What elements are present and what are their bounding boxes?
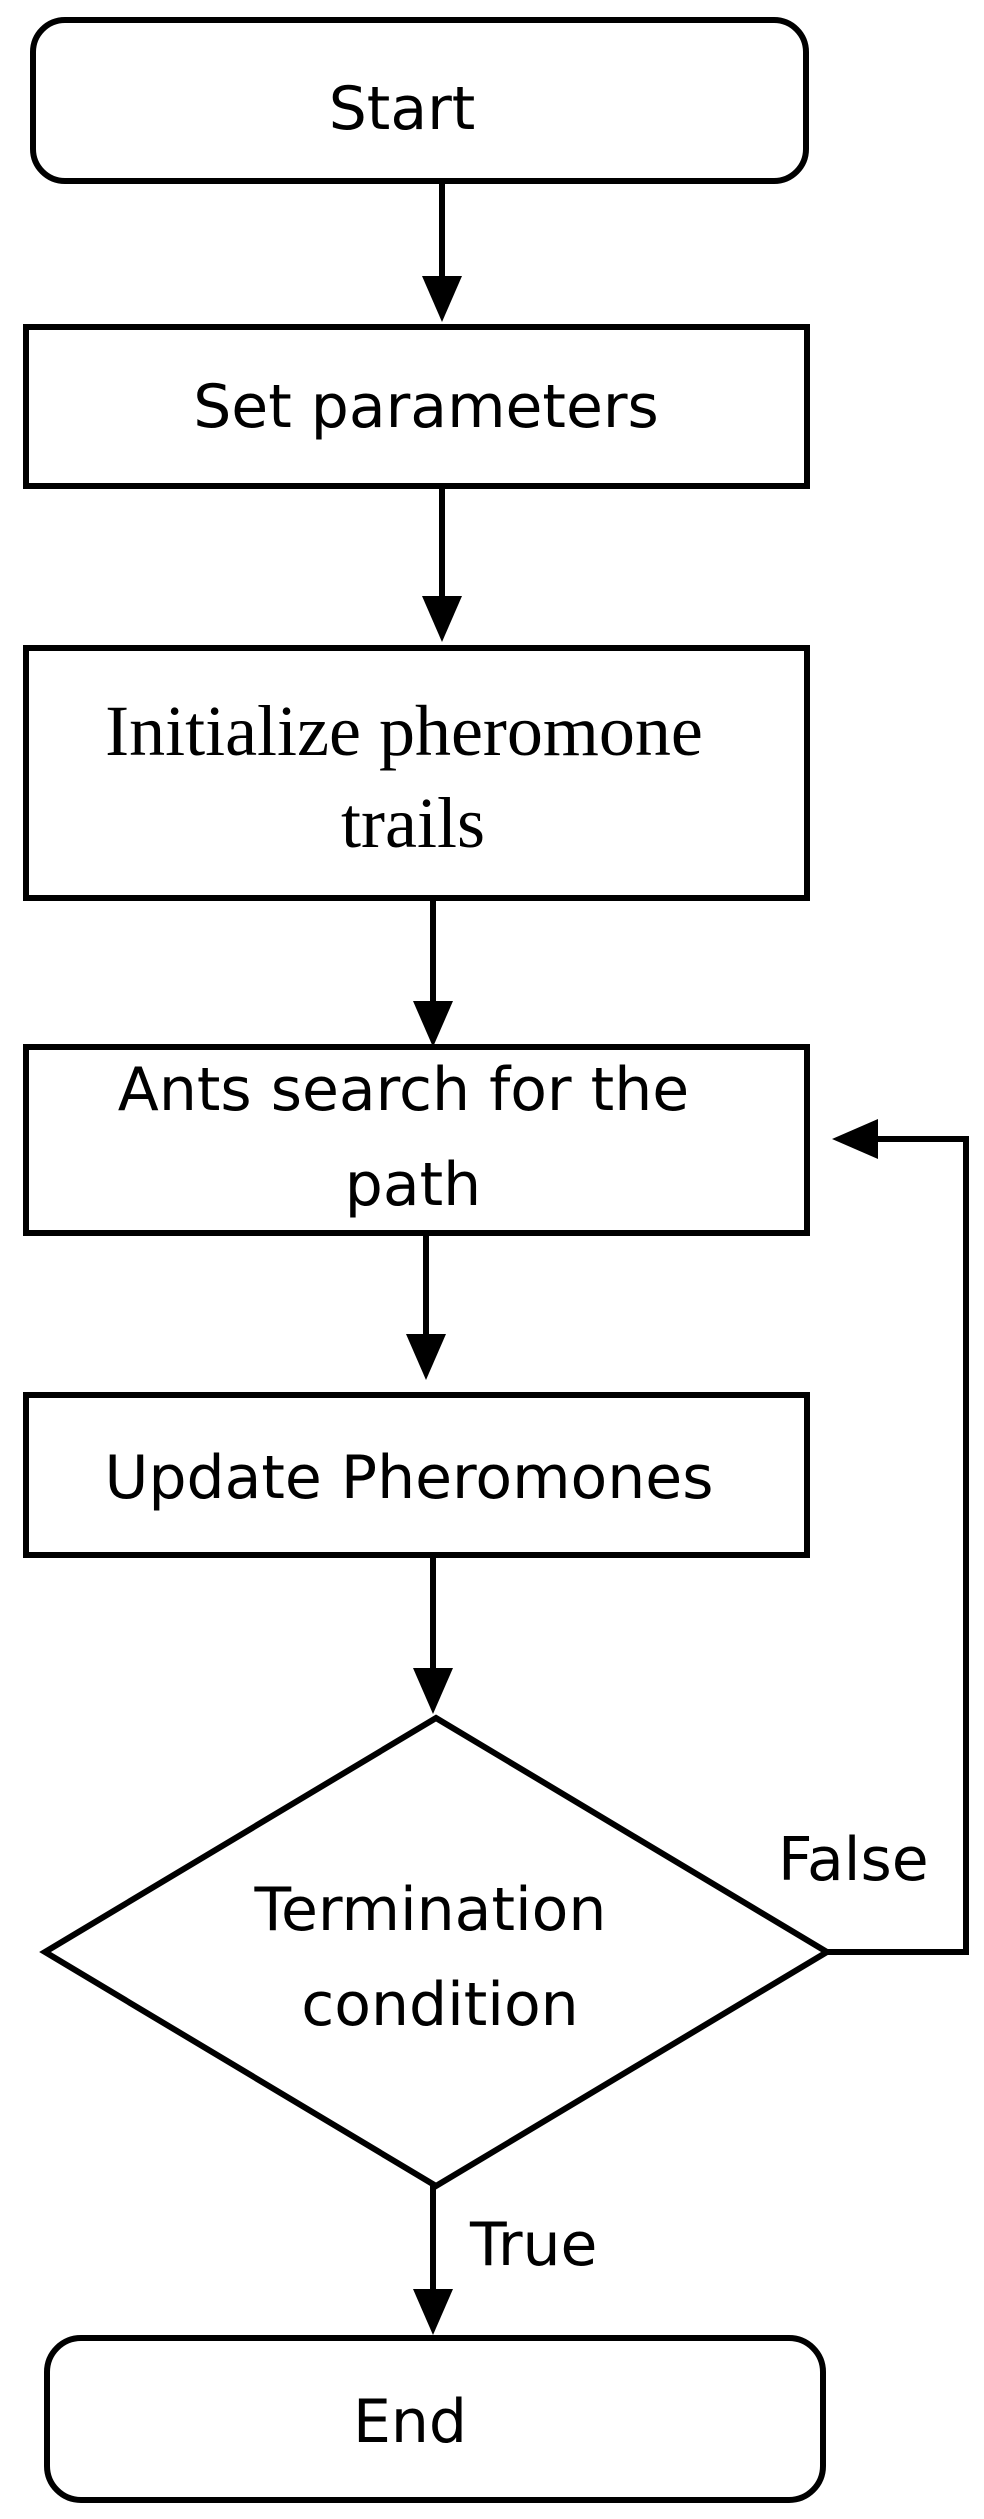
edge-update-to-termination — [413, 1555, 453, 1714]
false-edge-label: False — [778, 1825, 929, 1895]
edge-false-loop: False — [778, 1119, 969, 1955]
end-label: End — [353, 2387, 467, 2457]
arrowhead-icon — [832, 1119, 878, 1159]
termination-decision-node: Termination condition — [39, 1714, 833, 2190]
arrowhead-icon — [406, 1334, 446, 1380]
ants-search-label: Ants search for the path — [118, 1055, 708, 1220]
edge-initialize-to-ants-search — [413, 898, 453, 1047]
true-edge-label: True — [469, 2210, 597, 2280]
edge-start-to-set-parameters — [422, 181, 462, 322]
termination-decision-shape — [39, 1714, 833, 2190]
ants-search-label-line-2: path — [345, 1150, 481, 1220]
termination-label-line-2: condition — [301, 1970, 578, 2040]
end-terminal-shape — [44, 2335, 826, 2503]
set-parameters-node: Set parameters — [23, 324, 810, 489]
end-node: End — [44, 2335, 826, 2503]
ants-search-node: Ants search for the path — [23, 1044, 810, 1236]
initialize-pheromone-label-line-2: trails — [341, 783, 485, 863]
initialize-pheromone-process-shape — [23, 645, 810, 901]
start-node: Start — [30, 17, 809, 184]
initialize-pheromone-label: Initialize pheromone trails — [105, 691, 721, 863]
termination-label-line-1: Termination — [254, 1875, 607, 1945]
start-label: Start — [329, 74, 476, 144]
termination-label: Termination condition — [254, 1875, 626, 2040]
edge-true: True — [413, 2186, 597, 2335]
arrowhead-icon — [413, 1668, 453, 1714]
update-pheromones-label: Update Pheromones — [105, 1443, 714, 1513]
set-parameters-label: Set parameters — [193, 372, 659, 442]
arrowhead-icon — [413, 2289, 453, 2335]
update-pheromones-process-shape — [23, 1392, 810, 1558]
edge-line — [827, 1136, 969, 1955]
ants-search-process-shape — [23, 1044, 810, 1236]
edge-ants-search-to-update — [406, 1233, 446, 1380]
edge-set-parameters-to-initialize — [422, 486, 462, 642]
start-terminal-shape — [30, 17, 809, 184]
set-parameters-process-shape — [23, 324, 810, 489]
initialize-pheromone-node: Initialize pheromone trails — [23, 645, 810, 901]
arrowhead-icon — [413, 1001, 453, 1047]
ants-search-label-line-1: Ants search for the — [118, 1055, 689, 1125]
arrowhead-icon — [422, 596, 462, 642]
update-pheromones-node: Update Pheromones — [23, 1392, 810, 1558]
arrowhead-icon — [422, 276, 462, 322]
initialize-pheromone-label-line-1: Initialize pheromone — [105, 691, 703, 771]
